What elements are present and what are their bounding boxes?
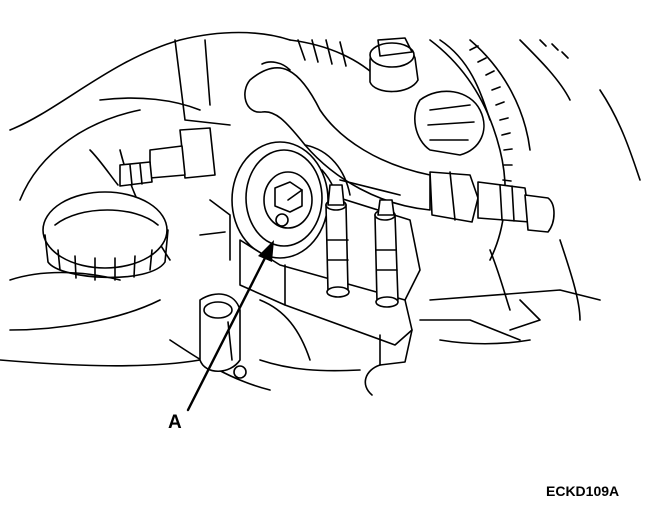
callout-label-a: A	[168, 412, 182, 433]
hose-fitting	[429, 171, 555, 233]
mounting-bracket	[239, 179, 421, 396]
engine-block-lower	[199, 293, 311, 379]
oil-filter-mount	[231, 141, 351, 259]
engine-background-lines	[0, 31, 641, 391]
callout-arrow	[186, 240, 274, 412]
figure-code: ECKD109A	[546, 483, 619, 499]
mounting-studs	[325, 184, 399, 308]
filler-cap	[42, 191, 169, 281]
coolant-hose	[244, 61, 431, 211]
pressure-sensor	[89, 127, 216, 187]
timing-belt	[297, 39, 569, 261]
tensioner-bolt	[369, 37, 485, 156]
